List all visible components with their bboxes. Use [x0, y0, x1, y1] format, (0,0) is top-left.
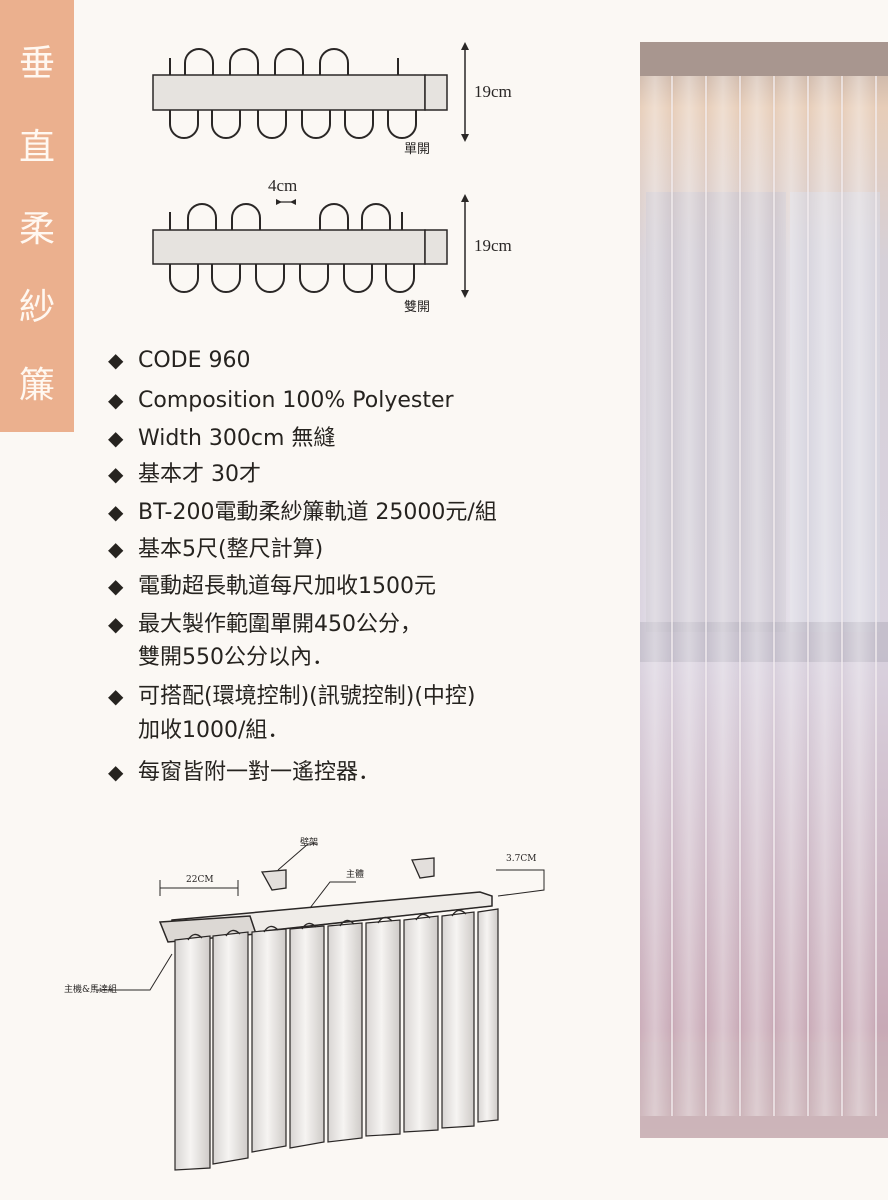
- diamond-bullet-icon: ◆: [108, 537, 124, 561]
- bracket-label: 壁架: [300, 838, 319, 848]
- side-title-char: 紗: [18, 287, 55, 328]
- double-open-label: 雙開: [404, 300, 431, 315]
- double-height-label: 19cm: [474, 236, 512, 255]
- diamond-bullet-icon: ◆: [108, 388, 124, 412]
- single-height-label: 19cm: [474, 82, 512, 101]
- body-label: 主體: [346, 870, 365, 880]
- single-open-label: 單開: [404, 142, 431, 157]
- depth-label: 3.7CM: [506, 854, 537, 864]
- double-open-diagram: [152, 194, 469, 298]
- spacing-label: 4cm: [268, 176, 298, 195]
- side-title-char: 垂: [18, 43, 55, 84]
- spec-item-continued: 加收1000/組．: [138, 718, 290, 743]
- spec-item: ◆基本才 30才: [108, 462, 261, 487]
- spec-item-continued: 雙開550公分以內．: [138, 645, 334, 670]
- curtain-photo: [640, 42, 888, 1138]
- side-title-char: 簾: [18, 365, 55, 406]
- spec-item: ◆基本5尺(整尺計算): [108, 537, 324, 562]
- motor-label: 主機&馬達組: [64, 985, 118, 995]
- spec-item: ◆電動超長軌道每尺加收1500元: [108, 574, 436, 599]
- spec-item: ◆可搭配(環境控制)(訊號控制)(中控): [108, 684, 476, 709]
- side-title-char: 柔: [18, 209, 55, 250]
- spec-item: ◆Width 300cm 無縫: [108, 426, 336, 451]
- spec-item: ◆CODE 960: [108, 348, 251, 373]
- spec-item: ◆Composition 100% Polyester: [108, 388, 454, 413]
- side-title-tab: 垂 直 柔 紗 簾: [0, 0, 74, 432]
- diamond-bullet-icon: ◆: [108, 462, 124, 486]
- track-illustration: [96, 843, 545, 1171]
- width-label: 22CM: [186, 875, 214, 885]
- diamond-bullet-icon: ◆: [108, 348, 124, 372]
- diamond-bullet-icon: ◆: [108, 574, 124, 598]
- diamond-bullet-icon: ◆: [108, 612, 124, 636]
- single-open-diagram: [152, 42, 469, 142]
- spec-item: ◆每窗皆附一對一遙控器．: [108, 760, 381, 785]
- spec-item: ◆最大製作範圍單開450公分，: [108, 612, 422, 637]
- diamond-bullet-icon: ◆: [108, 760, 124, 784]
- diamond-bullet-icon: ◆: [108, 684, 124, 708]
- spec-item: ◆BT-200電動柔紗簾軌道 25000元/組: [108, 500, 497, 525]
- diamond-bullet-icon: ◆: [108, 500, 124, 524]
- diamond-bullet-icon: ◆: [108, 426, 124, 450]
- side-title-char: 直: [18, 127, 55, 168]
